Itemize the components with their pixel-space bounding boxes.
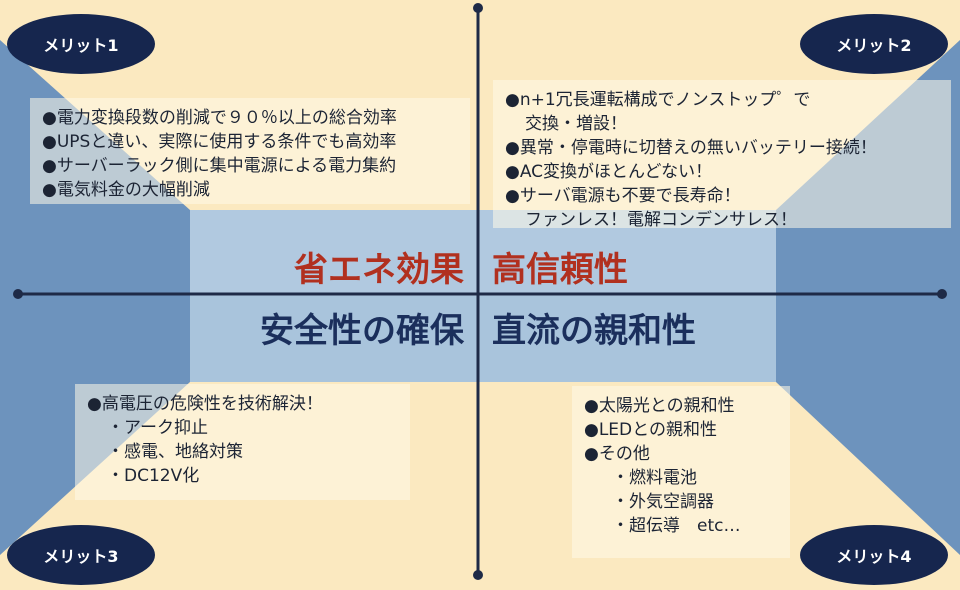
merit3-badge: メリット3 bbox=[7, 525, 155, 585]
merit2-line: ●n+1冗長運転構成でノンストップ゜で bbox=[505, 90, 811, 110]
merit3-description: ●高電圧の危険性を技術解決！ ・アーク抑止 ・感電、地絡対策 ・DC12V化 bbox=[75, 384, 410, 500]
merit4-line: ・外気空調器 bbox=[612, 492, 714, 512]
axis-end-left bbox=[13, 289, 23, 299]
heading-dc-affinity: 直流の親和性 bbox=[492, 311, 696, 351]
merit2-description: ●n+1冗長運転構成でノンストップ゜で 交換・増設！ ●異常・停電時に切替えの無… bbox=[493, 80, 951, 230]
merit2-line: ファンレス！電解コンデンサレス！ bbox=[525, 210, 797, 230]
merit4-line: ●その他 bbox=[584, 444, 650, 464]
axis-end-top bbox=[473, 3, 483, 13]
heading-reliability: 高信頼性 bbox=[492, 250, 628, 290]
merit1-line: ●サーバーラック側に集中電源による電力集約 bbox=[42, 156, 397, 176]
merit3-line: ・感電、地絡対策 bbox=[107, 442, 243, 462]
heading-safety: 安全性の確保 bbox=[260, 311, 464, 351]
merit2-line: ●異常・停電時に切替えの無いバッテリー接続！ bbox=[505, 138, 877, 158]
merit1-description: ●電力変換段数の削減で９０％以上の総合効率 ●UPSと違い、実際に使用する条件で… bbox=[30, 98, 470, 204]
merit1-badge: メリット1 bbox=[7, 14, 155, 74]
merit2-line: ●AC変換がほとんどない！ bbox=[505, 162, 713, 182]
merit3-line: ●高電圧の危険性を技術解決！ bbox=[87, 394, 323, 414]
axis-end-right bbox=[937, 289, 947, 299]
axis-end-bottom bbox=[473, 570, 483, 580]
merit4-badge: メリット4 bbox=[800, 525, 948, 585]
merit2-line: ●サーバ電源も不要で長寿命！ bbox=[505, 186, 741, 206]
merit4-line: ・燃料電池 bbox=[612, 468, 697, 488]
merit1-line: ●電気料金の大幅削減 bbox=[42, 180, 210, 200]
merit2-badge: メリット2 bbox=[800, 14, 948, 74]
merit4-line: ・超伝導 etc… bbox=[612, 516, 741, 536]
merit4-line: ●太陽光との親和性 bbox=[584, 396, 735, 416]
merit1-line: ●電力変換段数の削減で９０％以上の総合効率 bbox=[42, 108, 397, 128]
merit1-line: ●UPSと違い、実際に使用する条件でも高効率 bbox=[42, 132, 397, 152]
merit3-line: ・アーク抑止 bbox=[107, 418, 208, 438]
merit4-line: ●LEDとの親和性 bbox=[584, 420, 717, 440]
merit3-line: ・DC12V化 bbox=[107, 466, 200, 486]
merit4-description: ●太陽光との親和性 ●LEDとの親和性 ●その他 ・燃料電池 ・外気空調器 ・超… bbox=[572, 386, 790, 558]
merit2-line: 交換・増設！ bbox=[525, 114, 627, 134]
heading-energy-saving: 省エネ効果 bbox=[294, 250, 464, 290]
